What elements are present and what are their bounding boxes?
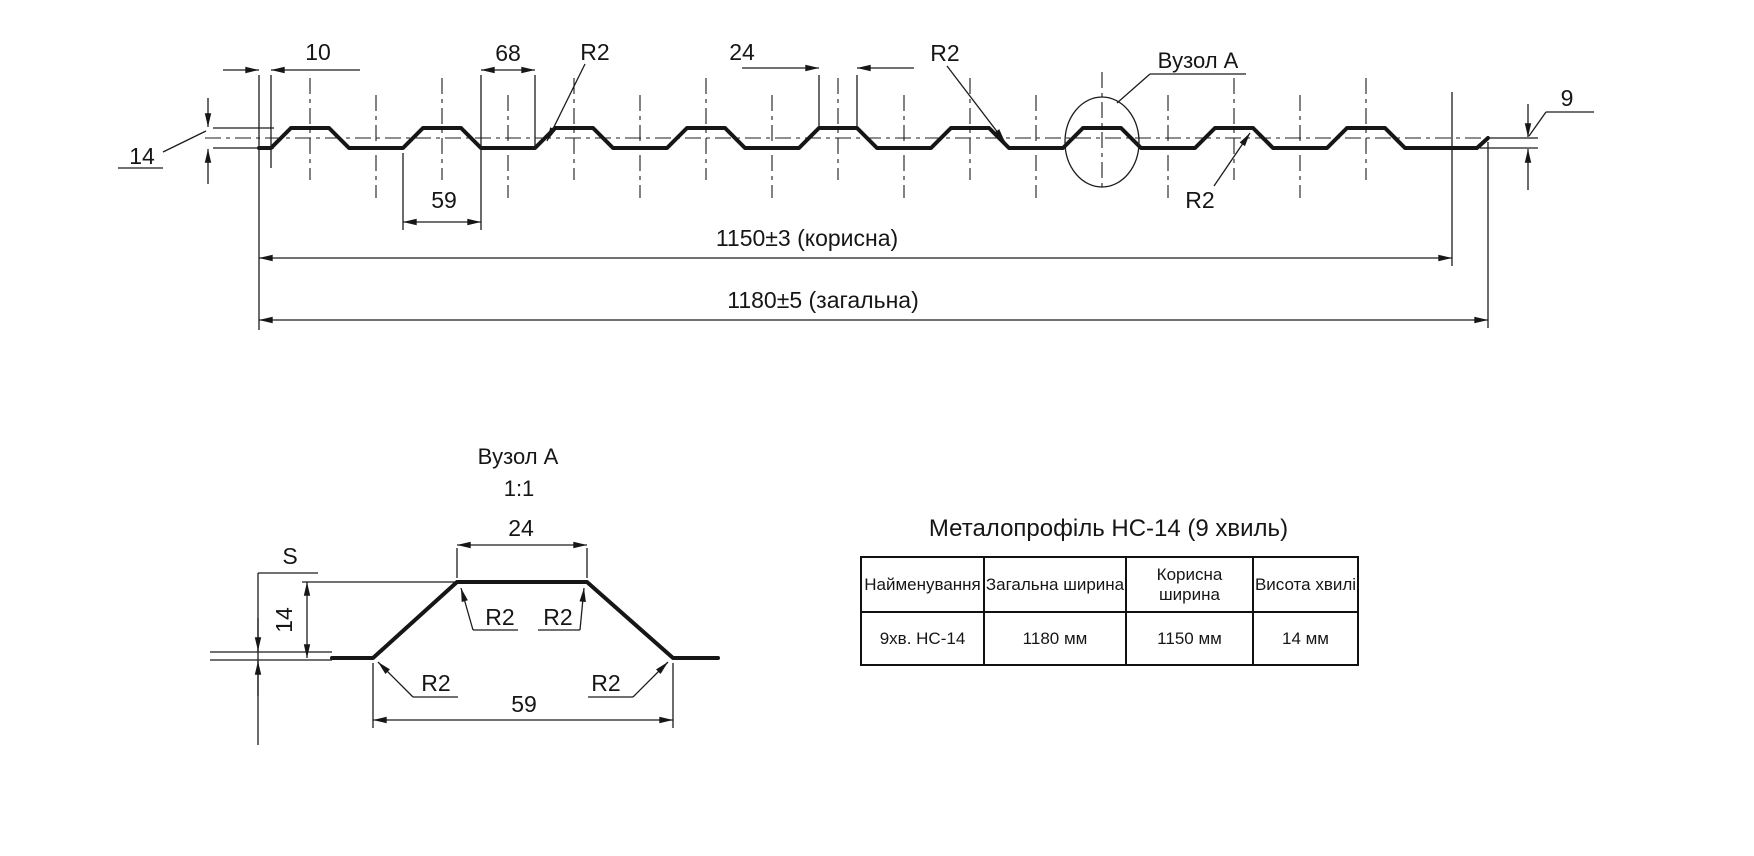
radius-callouts: R2 R2 R2 — [546, 39, 1251, 213]
dim-10-label: 10 — [305, 39, 331, 65]
detail-a-callout-label: Вузол А — [1158, 48, 1239, 73]
dim-9-label: 9 — [1561, 85, 1574, 111]
detail-r2-label-1: R2 — [485, 604, 514, 630]
dim-10: 10 — [223, 39, 360, 330]
detail-dim-14: 14 — [271, 581, 455, 659]
detail-inner-r2: R2 R2 — [460, 587, 586, 631]
overall-width-label: 1180±5 (загальна) — [727, 287, 919, 313]
cell-name: 9хв. НС-14 — [860, 611, 985, 666]
spec-table-header-row: Найменування Загальна ширина Корисна шир… — [860, 556, 1359, 613]
detail-outer-r2: R2 R2 — [377, 661, 669, 698]
header-useful-width: Корисна ширина — [1125, 556, 1254, 613]
radius-r2-label-3: R2 — [1185, 187, 1214, 213]
detail-a-callout: Вузол А — [1116, 48, 1246, 104]
dim-24-label: 24 — [729, 39, 755, 65]
header-wave-height: Висота хвилі — [1252, 556, 1359, 613]
crest-centerlines — [309, 72, 1367, 192]
cell-useful-width: 1150 мм — [1125, 611, 1254, 666]
radius-r2-label-2: R2 — [930, 40, 959, 66]
dim-overall-width: 1180±5 (загальна) — [258, 142, 1489, 328]
dim-68-label: 68 — [495, 40, 521, 66]
dim-68: 68 — [480, 40, 536, 230]
dim-59: 59 — [402, 153, 482, 230]
detail-profile-outline — [330, 580, 720, 660]
dim-useful-width: 1150±3 (корисна) — [258, 92, 1453, 266]
detail-r2-label-4: R2 — [591, 670, 620, 696]
top-view: 10 68 24 59 — [118, 39, 1594, 330]
detail-r2-label-3: R2 — [421, 670, 450, 696]
detail-dim-14-label: 14 — [271, 607, 297, 633]
useful-width-label: 1150±3 (корисна) — [716, 225, 898, 251]
detail-dim-59-label: 59 — [511, 691, 537, 717]
cell-wave-height: 14 мм — [1252, 611, 1359, 666]
thickness-s-label: S — [282, 543, 297, 569]
detail-dim-59: 59 — [372, 663, 674, 728]
spec-table-title: Металопрофіль НС-14 (9 хвиль) — [928, 515, 1289, 542]
detail-r2-label-2: R2 — [543, 604, 572, 630]
radius-r2-label-1: R2 — [580, 39, 609, 65]
header-overall-width: Загальна ширина — [983, 556, 1127, 613]
dim-24: 24 — [729, 39, 914, 126]
detail-dim-24-label: 24 — [508, 515, 534, 541]
detail-scale: 1:1 — [504, 476, 535, 501]
spec-table: Найменування Загальна ширина Корисна шир… — [860, 556, 1359, 666]
dim-14: 14 — [118, 98, 274, 184]
detail-title: Вузол А — [478, 444, 559, 469]
detail-view: Вузол А 1:1 24 S 14 — [210, 444, 720, 745]
cell-overall-width: 1180 мм — [983, 611, 1127, 666]
dim-9: 9 — [1480, 85, 1594, 190]
profile-outline — [257, 126, 1490, 150]
dim-14-label: 14 — [129, 143, 155, 169]
detail-thickness-callout: S — [254, 543, 318, 745]
detail-a-circle — [1064, 96, 1140, 188]
spec-table-data-row: 9хв. НС-14 1180 мм 1150 мм 14 мм — [860, 611, 1359, 666]
detail-dim-24: 24 — [456, 515, 588, 578]
dim-59-label: 59 — [431, 187, 457, 213]
header-name: Найменування — [860, 556, 985, 613]
